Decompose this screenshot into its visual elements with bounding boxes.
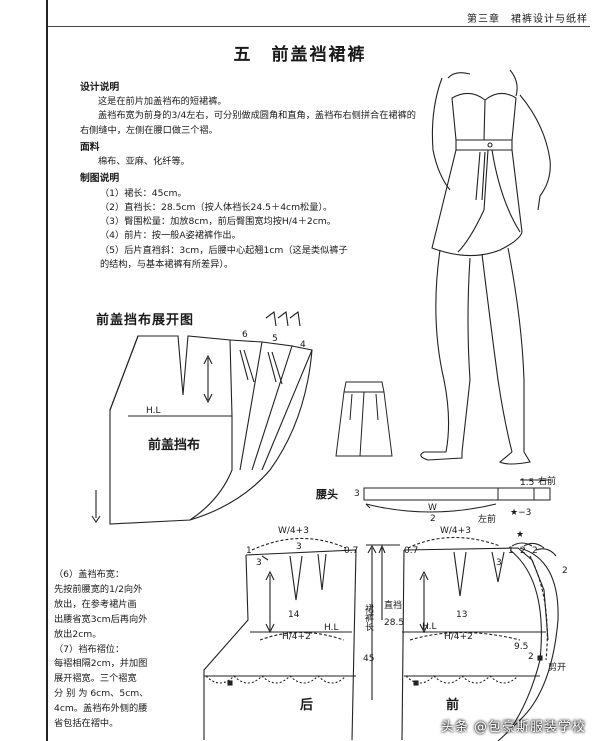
back-hip-measure: H/4+2: [282, 632, 311, 642]
note7-line-5: 省包括在褶中。: [54, 718, 119, 730]
pattern-cut-open: 剪开: [548, 663, 567, 673]
running-head: 第三章 裙裤设计与纸样: [467, 14, 588, 25]
fabric-text: 棉布、亚麻、化纤等。: [98, 156, 190, 168]
design-heading: 设计说明: [80, 82, 120, 93]
skirt-length-label: 裙裤长: [363, 604, 373, 631]
note7-line-4: 4cm。盖裆布外侧的腰: [54, 703, 148, 715]
note7-line-3: 分 别 为 6cm、5cm、: [54, 688, 149, 700]
drafting-item-5-cont: 的结构，与基本裙裤有所差异）。: [100, 258, 234, 270]
crotch-label: 直裆: [384, 601, 403, 611]
drafting-item-4: （4）前片：按一般A姿裙裤作出。: [100, 230, 241, 242]
pattern-n07a: 0.7: [344, 546, 359, 556]
note6-title: （6）盖裆布宽：: [54, 569, 125, 580]
pleat-number-4: 4: [300, 340, 306, 350]
pattern-n14: 14: [288, 610, 300, 620]
pleat-number-5: 5: [272, 334, 278, 344]
waistband-right-front: 右前: [538, 477, 557, 487]
front-hip-measure: H/4+2: [444, 632, 473, 642]
waistband-left-front: 左前: [478, 515, 497, 525]
back-waist-measure: W/4+3: [278, 526, 309, 536]
note6-line-2: 放出，在参考裙片画: [54, 598, 137, 610]
note7-line-2: 展开褶宽。三个褶宽: [54, 673, 137, 685]
drafting-item-2: （2）直裆长：28.5cm（按人体裆长24.5＋4cm松量）。: [100, 201, 333, 213]
diagram-hl-label: H.L: [146, 406, 161, 416]
pattern-n2c: 2: [528, 652, 534, 662]
skirt-length-value: 45: [363, 654, 375, 664]
watermark: 头条 @包豪斯服装学校: [440, 720, 586, 735]
pattern-n2s: 2: [562, 566, 568, 576]
pattern-n3r: 3: [496, 558, 502, 568]
diagram-title: 前盖挡布展开图: [96, 313, 195, 328]
waistband-width: 3: [354, 489, 360, 499]
back-piece-label: 后: [300, 698, 314, 713]
page-title: 五 前盖裆裙裤: [233, 45, 367, 65]
pattern-star: ★: [516, 530, 525, 540]
description-block: 设计说明 这是在前片加盖裆布的短裙裤。 盖裆布宽为前身的3/4左右，可分别做成圆…: [80, 78, 420, 272]
pattern-n13: 13: [456, 610, 468, 620]
pattern-n3b: 3: [296, 542, 302, 552]
drafting-item-5: （5）后片直裆斜：3cm，后腰中心起翘1cm（这是类似裤子: [100, 244, 348, 256]
front-hl-label: H.L: [422, 622, 437, 632]
pattern-n95: 9.5: [514, 642, 529, 652]
waistband-1-5: 1.5: [520, 478, 535, 488]
binding-line: [46, 0, 48, 741]
drafting-heading: 制图说明: [80, 173, 120, 185]
drafting-item-1: （1）裙长：45cm。: [100, 187, 187, 199]
waistband-label: 腰头: [316, 488, 338, 501]
back-hl-label: H.L: [324, 623, 339, 633]
pleat-number-6: 6: [242, 330, 248, 340]
note6-line-4: 放出2cm。: [54, 628, 102, 640]
pattern-n2ra: 2: [532, 546, 538, 556]
design-p2: 盖裆布宽为前身的3/4左右，可分别做成圆角和直角，盖裆布右侧拼合在裙裤的右侧缝中…: [80, 110, 416, 136]
pattern-n1r: 1: [508, 546, 514, 556]
note6-line-3: 出腰省宽3cm后再向外: [54, 613, 148, 625]
waistband-w: W: [428, 503, 437, 513]
drafting-item-3: （3）臀围松量：加放8cm，前后臀围宽均按H/4＋2cm。: [100, 216, 336, 228]
pattern-n3a: 3: [256, 558, 262, 568]
design-p1: 这是在前片加盖裆布的短裙裤。: [98, 96, 227, 108]
pattern-n1: 1: [246, 546, 252, 556]
diagram-panel-label: 前盖挡布: [148, 438, 201, 453]
crotch-value: 28.5: [384, 618, 405, 628]
waistband-w-den: 2: [430, 514, 436, 524]
front-piece-label: 前: [446, 698, 460, 713]
header-rule: [48, 26, 590, 27]
pattern-n2r: 2: [520, 546, 526, 556]
front-waist-measure: W/4+3: [440, 526, 471, 536]
note7-title: （7）裆布褶位：: [54, 643, 125, 655]
fabric-heading: 面料: [80, 141, 100, 153]
note7-line-1: 每褶相隔2cm，并加图: [54, 658, 148, 670]
pattern-n07b: 0.7: [404, 546, 419, 556]
waistband-star: ★−3: [510, 508, 532, 518]
side-notes: （6）盖裆布宽： 先按前腰宽的1/2向外 放出，在参考裙片画 出腰省宽3cm后再…: [54, 568, 186, 732]
note6-line-1: 先按前腰宽的1/2向外: [54, 583, 143, 595]
